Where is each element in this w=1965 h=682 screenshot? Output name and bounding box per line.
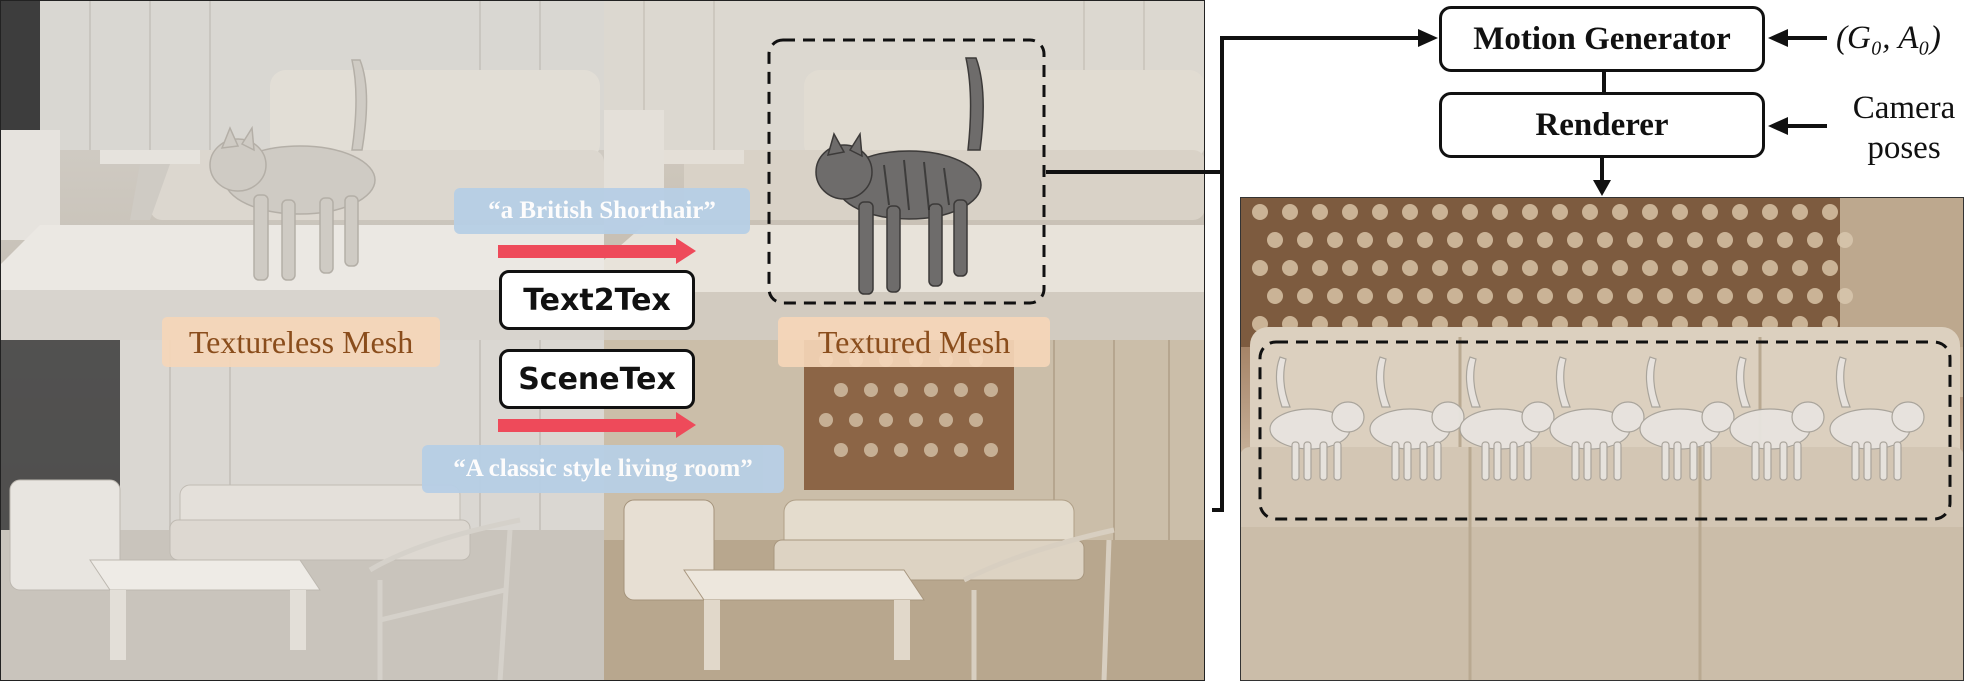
object-prompt: “a British Shorthair” [454, 188, 750, 234]
cat-pose-4 [1549, 356, 1645, 481]
textureless-mesh-label: Textureless Mesh [162, 317, 440, 367]
camera-poses-label: Camera poses [1852, 90, 1956, 166]
arrow-to-output-icon [1593, 180, 1611, 196]
arrow-to-motion-icon [1418, 29, 1438, 47]
cat-pose-6 [1729, 356, 1825, 481]
cat-pose-5 [1639, 356, 1735, 481]
scenetex-box: SceneTex [499, 349, 695, 409]
arrow-icon-top [498, 238, 696, 264]
arrow-icon-bottom [498, 412, 696, 438]
cat-pose-1 [1269, 356, 1365, 481]
textured-mesh-label: Textured Mesh [778, 317, 1050, 367]
textureless-room-scene [0, 340, 604, 681]
arrow-from-inputs-icon [1768, 29, 1788, 47]
renderer-box: Renderer [1439, 92, 1765, 158]
text2tex-box: Text2Tex [499, 270, 695, 330]
motion-inputs-label: (G₀, A₀) [1836, 20, 1941, 56]
rendered-motion-output [1240, 197, 1964, 681]
cat-pose-2 [1369, 356, 1465, 481]
motion-generator-box: Motion Generator [1439, 6, 1765, 72]
textureless-cat-scene [0, 0, 604, 340]
cat-pose-3 [1459, 356, 1555, 481]
cat-pose-7 [1829, 356, 1925, 481]
arrow-from-camera-icon [1768, 117, 1788, 135]
scene-prompt: “A classic style living room” [422, 445, 784, 493]
